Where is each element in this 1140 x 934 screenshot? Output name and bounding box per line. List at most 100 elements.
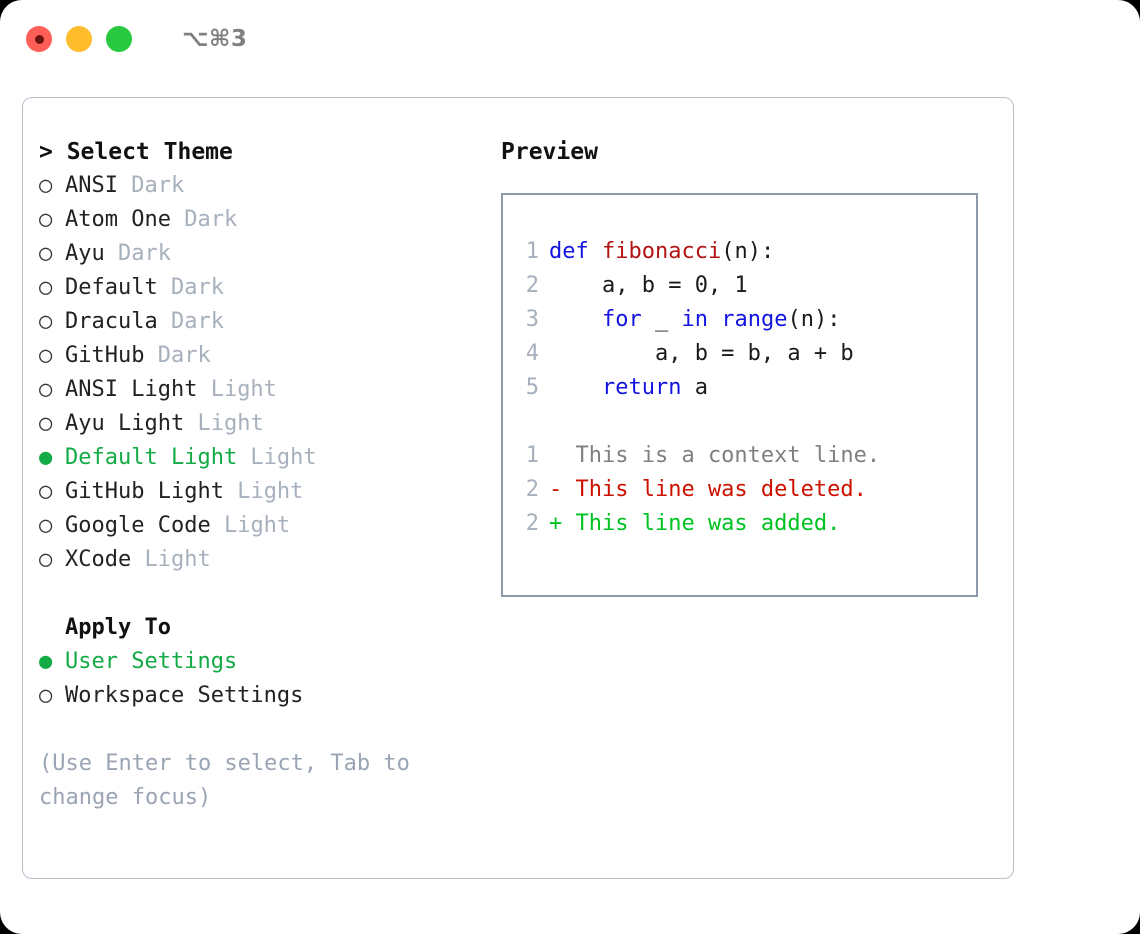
- minimize-button[interactable]: [66, 26, 92, 52]
- theme-option[interactable]: ○Ayu Dark: [39, 237, 499, 271]
- line-number: 1: [525, 239, 539, 264]
- code-token: _: [641, 307, 682, 332]
- theme-option-tag: Dark: [157, 275, 224, 300]
- line-number: 1: [525, 443, 539, 468]
- code-line-text: return a: [549, 371, 708, 405]
- apply-to-option[interactable]: ● User Settings: [39, 645, 499, 679]
- radio-unselected-icon: ○: [39, 479, 53, 504]
- theme-dialog: > Select Theme ○ANSI Dark○Atom One Dark○…: [22, 97, 1014, 879]
- code-line: 5 return a: [503, 371, 976, 405]
- title-bar: ⌥⌘3: [0, 0, 1140, 78]
- theme-option[interactable]: ○ Google Code Light: [39, 509, 499, 543]
- theme-option-label: Google Code: [65, 513, 211, 538]
- code-token: [708, 307, 721, 332]
- theme-option-tag: Dark: [157, 309, 224, 334]
- theme-option[interactable]: ○GitHub Light Light: [39, 475, 499, 509]
- code-line-text: a, b = 0, 1: [549, 269, 748, 303]
- line-number: 5: [525, 375, 539, 400]
- line-number: 4: [525, 341, 539, 366]
- theme-option-label: ANSI: [65, 173, 118, 198]
- diff-sample: 1 This is a context line. 2 - This line wa…: [503, 439, 976, 541]
- theme-option-label: Atom One: [65, 207, 171, 232]
- theme-option-tag: Light: [210, 513, 291, 538]
- theme-option[interactable]: ○Ayu Light Light: [39, 407, 499, 441]
- close-button[interactable]: [26, 26, 52, 52]
- theme-option[interactable]: ○ Atom One Dark: [39, 203, 499, 237]
- diff-line: 2 - This line was deleted.: [503, 473, 976, 507]
- theme-option[interactable]: ○ ANSI Dark: [39, 169, 499, 203]
- code-token: return: [601, 375, 682, 400]
- code-token: a: [681, 375, 708, 400]
- apply-to-list: ● User Settings ○ Workspace Settings: [39, 645, 499, 713]
- code-token: range: [721, 307, 788, 332]
- code-token: [549, 375, 602, 400]
- theme-list: ○ ANSI Dark ○ Atom One Dark ○ Ayu Dark ○ Defaul…: [39, 169, 499, 577]
- theme-option-tag: Light: [197, 377, 277, 402]
- radio-unselected-icon: ○: [39, 377, 53, 402]
- radio-unselected-icon: ○: [39, 241, 53, 266]
- theme-option[interactable]: ●Default Light Light: [39, 441, 499, 475]
- code-line: 2 a, b = 0, 1: [503, 269, 976, 303]
- radio-unselected-icon: ○: [39, 683, 53, 708]
- theme-option-tag: Light: [184, 411, 264, 436]
- code-token: in: [681, 307, 708, 332]
- theme-option-label: ANSI Light: [65, 377, 198, 402]
- diff-line-text: - This line was deleted.: [549, 477, 867, 502]
- apply-to-option-label: User Settings: [65, 649, 238, 674]
- radio-unselected-icon: ○: [39, 309, 53, 334]
- theme-option-tag: Dark: [144, 343, 211, 368]
- line-number: 2: [525, 477, 539, 502]
- code-token: def: [549, 239, 602, 264]
- list-spacer: [39, 577, 499, 611]
- radio-unselected-icon: ○: [39, 275, 53, 300]
- theme-option[interactable]: ○ Dracula Dark: [39, 305, 499, 339]
- diff-line: 1 This is a context line.: [503, 439, 976, 473]
- theme-option-label: Ayu Light: [65, 411, 185, 436]
- apply-to-option-label: Workspace Settings: [65, 683, 304, 708]
- theme-option-label: XCode: [65, 547, 132, 572]
- radio-unselected-icon: ○: [39, 513, 53, 538]
- radio-unselected-icon: ○: [39, 173, 53, 198]
- line-number: 2: [525, 273, 539, 298]
- theme-option-tag: Dark: [117, 173, 185, 198]
- apply-to-heading: Apply To: [65, 615, 171, 640]
- diff-line-text: This is a context line.: [549, 443, 881, 468]
- theme-option-label: GitHub: [65, 343, 145, 368]
- theme-option[interactable]: ○XCode Light: [39, 543, 499, 577]
- code-token: a, b = 0, 1: [549, 273, 748, 298]
- theme-option[interactable]: ○ GitHub Dark: [39, 339, 499, 373]
- theme-option-label: Ayu: [65, 241, 105, 266]
- theme-selection-panel: > Select Theme ○ANSI Dark○Atom One Dark○…: [39, 135, 499, 815]
- apply-to-option[interactable]: ○ Workspace Settings: [39, 679, 499, 713]
- radio-unselected-icon: ○: [39, 207, 53, 232]
- theme-option-tag: Light: [131, 547, 211, 572]
- radio-selected-icon: ●: [39, 649, 53, 674]
- theme-option-tag: Light: [223, 479, 304, 504]
- keyboard-shortcut-label: ⌥⌘3: [182, 26, 248, 52]
- code-token: (n):: [721, 239, 775, 264]
- theme-option-label: Dracula: [65, 309, 158, 334]
- theme-option-tag: Dark: [170, 207, 238, 232]
- select-theme-heading: > Select Theme: [39, 139, 233, 165]
- code-token: (n):: [787, 307, 841, 332]
- diff-line-text: + This line was added.: [549, 511, 841, 536]
- code-line: 4 a, b = b, a + b: [503, 337, 976, 371]
- code-token: [549, 307, 602, 332]
- theme-option-label: Default Light: [65, 445, 238, 470]
- keyboard-hint-text: (Use Enter to select, Tab to change focu…: [39, 751, 410, 810]
- theme-option[interactable]: ○ ANSI Light Light: [39, 373, 499, 407]
- preview-heading: Preview: [501, 139, 598, 165]
- radio-unselected-icon: ○: [39, 343, 53, 368]
- code-line: 3 for _ in range(n):: [503, 303, 976, 337]
- diff-line: 2 + This line was added.: [503, 507, 976, 541]
- line-number: 3: [525, 307, 539, 332]
- line-number: 2: [525, 511, 539, 536]
- theme-option-label: Default: [65, 275, 158, 300]
- theme-option[interactable]: ○ Default Dark: [39, 271, 499, 305]
- maximize-button[interactable]: [106, 26, 132, 52]
